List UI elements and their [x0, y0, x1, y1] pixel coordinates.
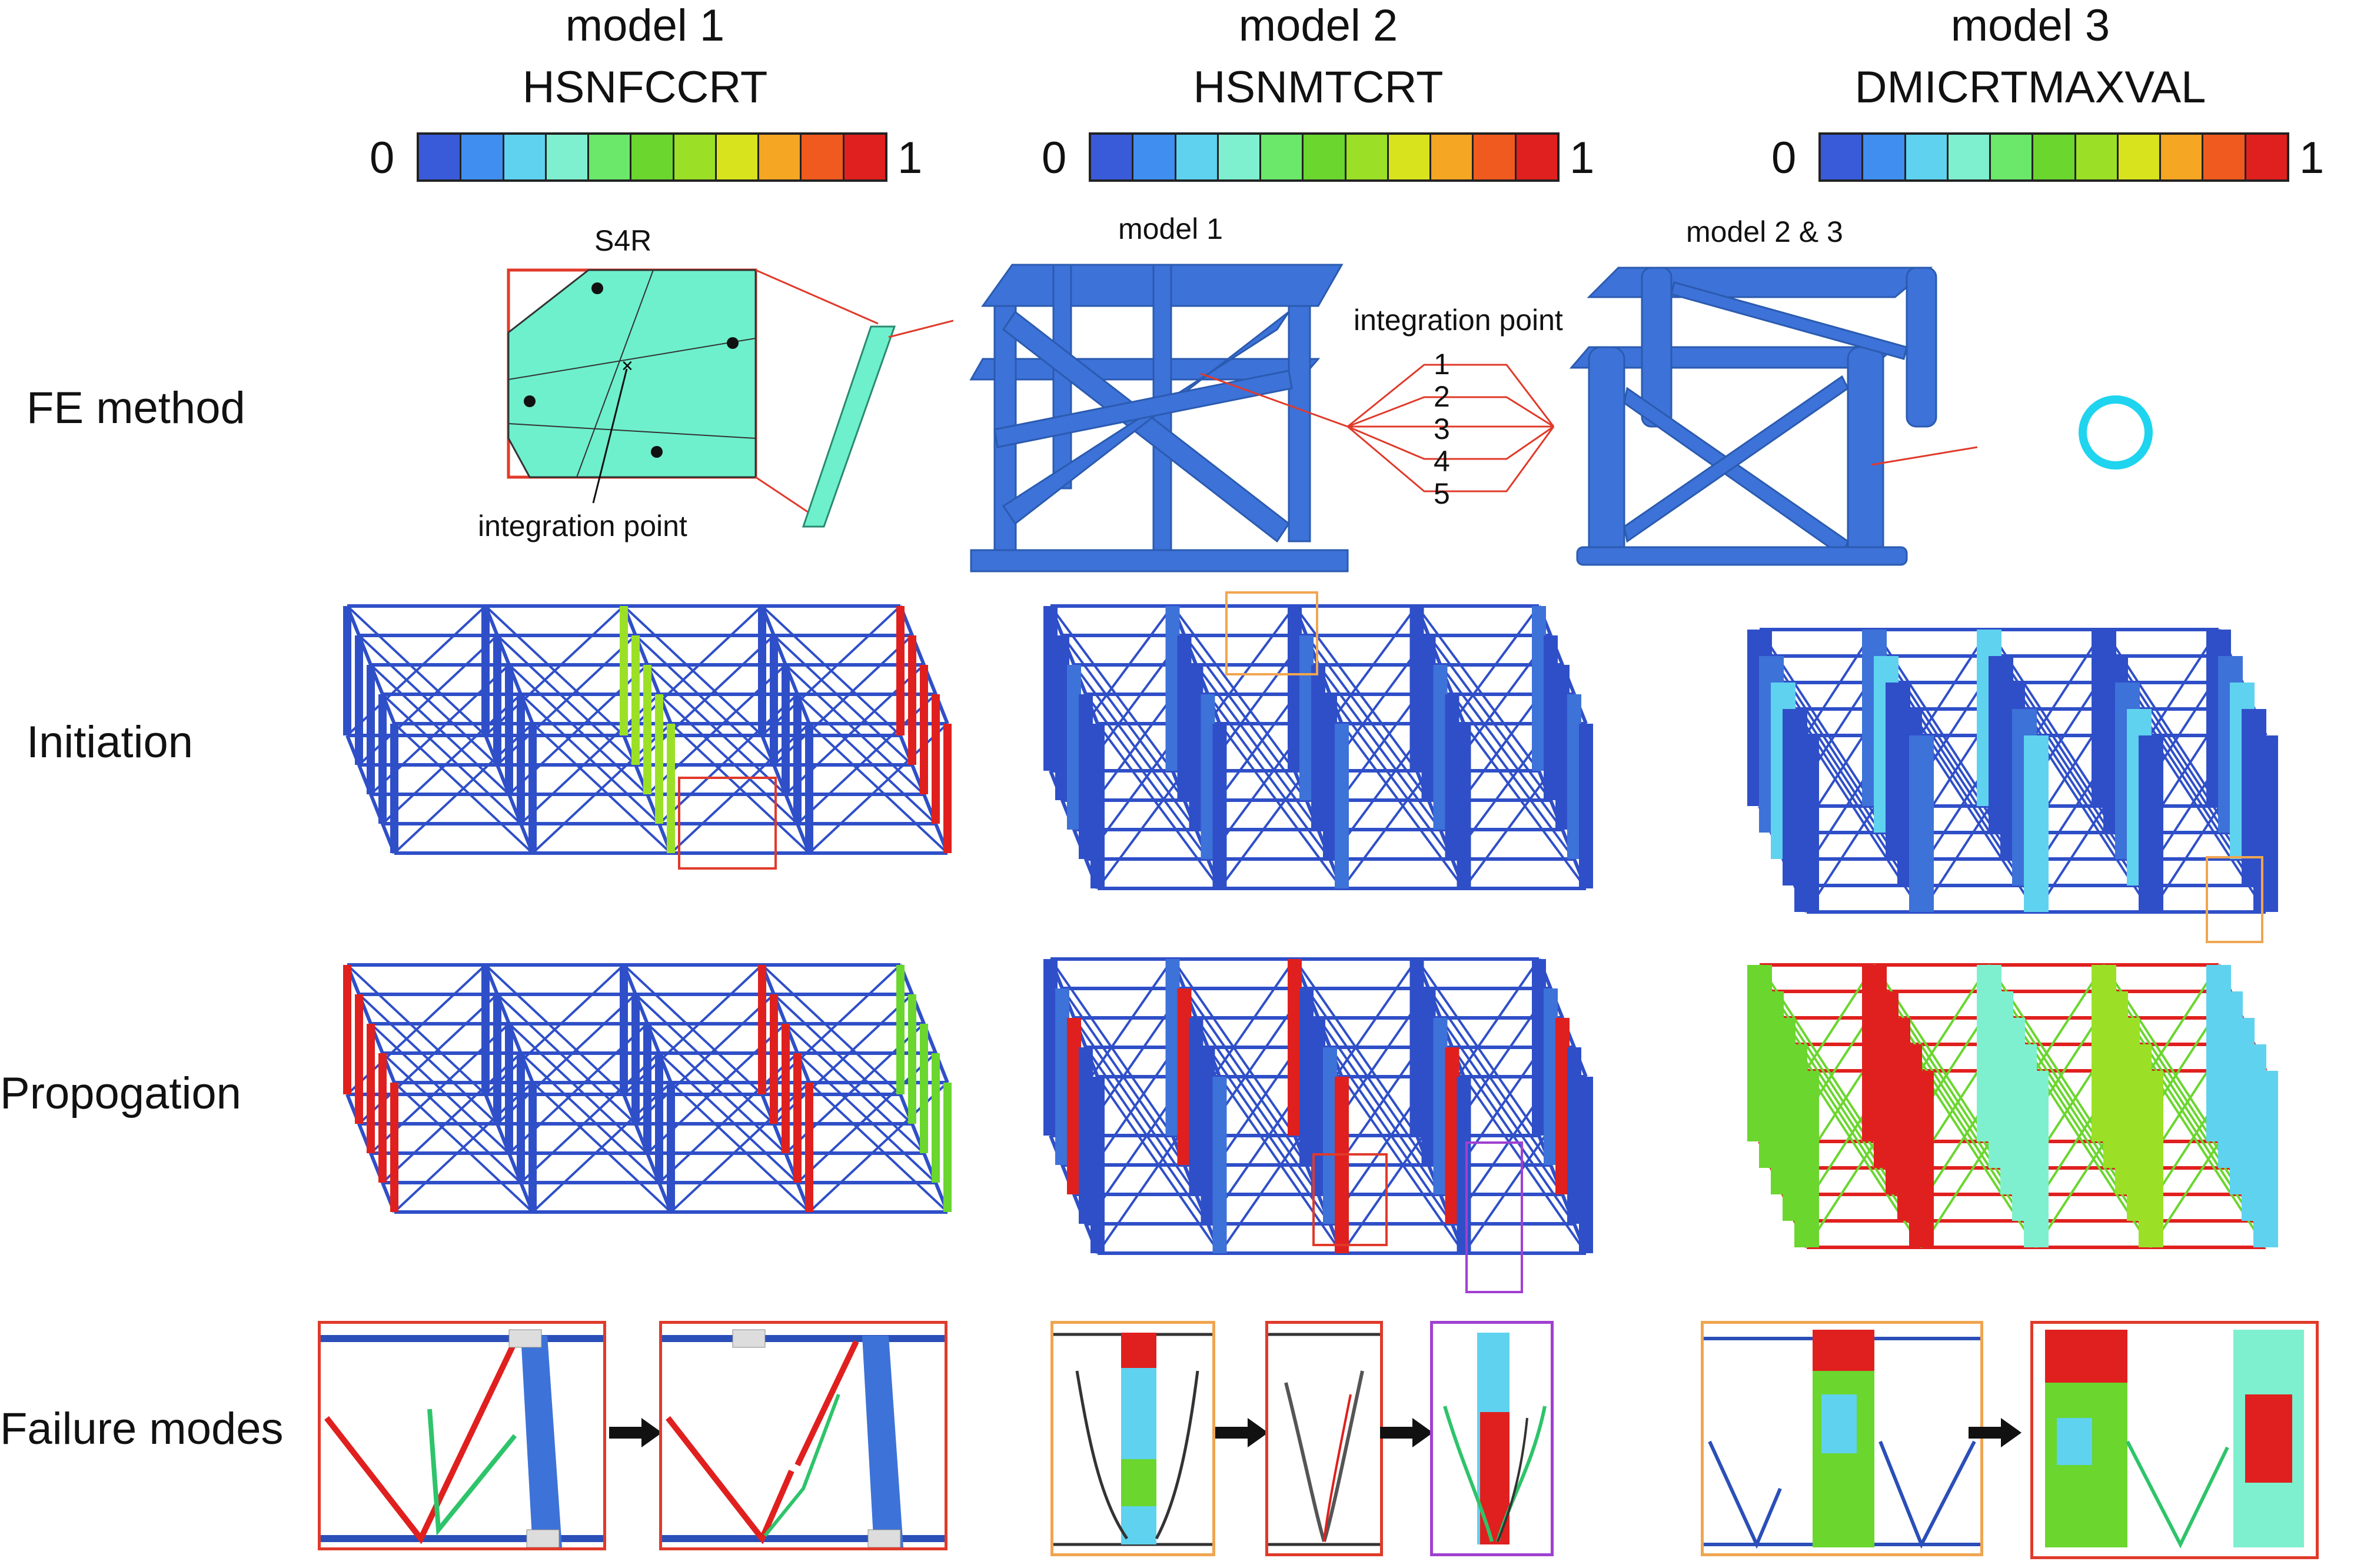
colorbar-segment — [802, 135, 844, 179]
model2-cbar-min: 0 — [1042, 133, 1067, 183]
colorbar-segment — [631, 135, 674, 179]
colorbar-segment — [674, 135, 717, 179]
model1-colorbar — [417, 132, 887, 182]
initiation-model3-structure — [1747, 628, 2278, 914]
integration-point-left-label: integration point — [478, 510, 687, 542]
failure-model2-orange — [1050, 1321, 1215, 1556]
colorbar-segment — [1388, 135, 1432, 179]
arrow-icon — [1380, 1418, 1433, 1447]
model3-cbar-max: 1 — [2299, 133, 2325, 183]
initiation-model1-structure — [343, 604, 952, 855]
initiation-model3-highlight — [2206, 856, 2263, 943]
propagation-model2-structure — [1043, 957, 1593, 1255]
colorbar-segment — [1516, 135, 1557, 179]
colorbar-segment — [759, 135, 802, 179]
row-label-fe-method: FE method — [26, 383, 245, 433]
row-label-failure-modes: Failure modes — [0, 1404, 284, 1454]
model1-title: model 1 — [565, 1, 725, 51]
failure-model2-purple — [1430, 1321, 1554, 1556]
model2-code: HSNMTCRT — [1193, 62, 1444, 112]
propagation-model2-highlight-purple — [1465, 1141, 1523, 1293]
model3-title: model 3 — [1950, 1, 2110, 51]
propagation-model2-highlight-red — [1312, 1153, 1388, 1246]
colorbar-segment — [1474, 135, 1517, 179]
propagation-model1-structure — [343, 963, 952, 1214]
arrow-icon — [609, 1418, 662, 1447]
colorbar-segment — [419, 135, 462, 179]
model2-title: model 2 — [1238, 1, 1398, 51]
propagation-model3-structure — [1747, 963, 2278, 1249]
colorbar-segment — [1431, 135, 1474, 179]
initiation-model2-structure — [1043, 604, 1593, 890]
colorbar-segment — [2118, 135, 2162, 179]
colorbar-segment — [1176, 135, 1219, 179]
model3-colorbar — [1818, 132, 2289, 182]
svg-text:×: × — [621, 355, 633, 377]
colorbar-segment — [1261, 135, 1304, 179]
failure-model2-red — [1265, 1321, 1383, 1556]
model3-cbar-min: 0 — [1771, 133, 1797, 183]
integration-point-5: 5 — [1434, 477, 1450, 510]
colorbar-segment — [461, 135, 504, 179]
failure-model1-after — [659, 1321, 947, 1550]
colorbar-segment — [1991, 135, 2034, 179]
model3-code: DMICRTMAXVAL — [1854, 62, 2206, 112]
initiation-model1-highlight — [678, 777, 777, 870]
failure-model1-before — [318, 1321, 606, 1550]
fe-model1-frame — [969, 264, 1349, 572]
colorbar-segment — [1821, 135, 1864, 179]
colorbar-segment — [844, 135, 885, 179]
colorbar-segment — [1218, 135, 1262, 179]
colorbar-segment — [1906, 135, 1949, 179]
integration-point-center-label: integration point — [1354, 304, 1563, 337]
integration-point-leader-lines — [1201, 364, 1555, 492]
colorbar-segment — [1948, 135, 1991, 179]
colorbar-segment — [1863, 135, 1906, 179]
integration-point-2: 2 — [1434, 380, 1450, 413]
s4r-label: S4R — [594, 224, 652, 257]
s4r-element-diagram: × — [507, 268, 953, 528]
row-label-propagation: Propogation — [0, 1068, 241, 1118]
colorbar-segment — [2161, 135, 2204, 179]
arrow-icon — [1969, 1418, 2021, 1447]
colorbar-segment — [1304, 135, 1346, 179]
fe-model23-label: model 2 & 3 — [1686, 215, 1843, 248]
fe-model23-frame — [1569, 267, 1977, 566]
row-label-initiation: Initiation — [26, 717, 194, 767]
colorbar-segment — [1133, 135, 1176, 179]
model1-cbar-max: 1 — [897, 133, 923, 183]
colorbar-segment — [2246, 135, 2287, 179]
colorbar-segment — [2033, 135, 2076, 179]
colorbar-segment — [546, 135, 590, 179]
integration-point-4: 4 — [1434, 445, 1450, 478]
arrow-icon — [1215, 1418, 1268, 1447]
failure-model3-orange — [1701, 1321, 1983, 1556]
model2-colorbar — [1089, 132, 1560, 182]
colorbar-segment — [2076, 135, 2119, 179]
colorbar-segment — [2203, 135, 2246, 179]
colorbar-segment — [589, 135, 632, 179]
model2-cbar-max: 1 — [1570, 133, 1595, 183]
fe-model1-label: model 1 — [1118, 212, 1223, 245]
model1-cbar-min: 0 — [370, 133, 395, 183]
colorbar-segment — [1346, 135, 1389, 179]
pipe-section-ring — [2079, 395, 2153, 470]
model1-code: HSNFCCRT — [522, 62, 768, 112]
colorbar-segment — [504, 135, 547, 179]
colorbar-segment — [716, 135, 760, 179]
failure-model3-red — [2030, 1321, 2319, 1559]
integration-point-3: 3 — [1434, 412, 1450, 445]
integration-point-1: 1 — [1434, 348, 1450, 381]
colorbar-segment — [1091, 135, 1134, 179]
initiation-model2-highlight — [1225, 591, 1318, 675]
